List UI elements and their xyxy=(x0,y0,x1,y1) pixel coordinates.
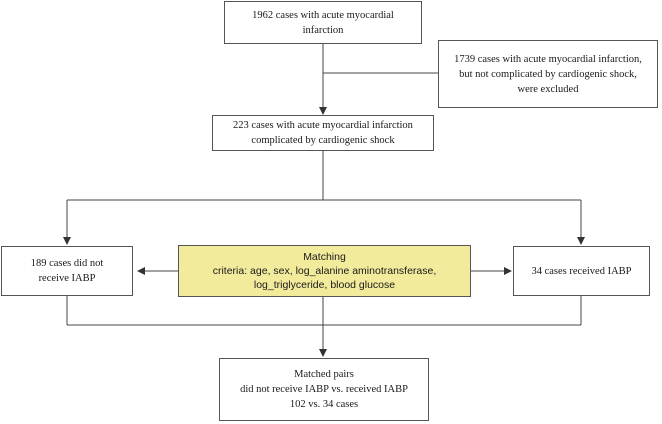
matched-line-1: Matched pairs xyxy=(294,369,354,380)
excluded-line-2: but not complicated by cardiogenic shock… xyxy=(459,68,637,80)
no-iabp-box: 189 cases did not receive IABP xyxy=(1,246,133,296)
matched-pairs-box: Matched pairs did not receive IABP vs. r… xyxy=(219,358,429,421)
total-cases-line-1: 1962 cases with acute myocardial xyxy=(252,9,394,21)
matching-line-3: log_triglyceride, blood glucose xyxy=(253,279,396,291)
iabp-box: 34 cases received IABP xyxy=(513,246,650,296)
excluded-line-1: 1739 cases with acute myocardial infarct… xyxy=(454,53,642,65)
matching-line-2: criteria: age, sex, log_alanine aminotra… xyxy=(212,265,437,277)
total-cases-line-2: infarction xyxy=(302,24,344,36)
matching-criteria-box: Matching criteria: age, sex, log_alanine… xyxy=(178,245,471,297)
excluded-line-3: were excluded xyxy=(517,83,579,95)
shock-line-2: complicated by cardiogenic shock xyxy=(251,135,395,146)
shock-cases-box: 223 cases with acute myocardial infarcti… xyxy=(212,115,434,151)
shock-line-1: 223 cases with acute myocardial infarcti… xyxy=(233,120,413,131)
matched-line-3: 102 vs. 34 cases xyxy=(289,399,359,410)
excluded-cases-box: 1739 cases with acute myocardial infarct… xyxy=(438,40,658,108)
no-iabp-line-1: 189 cases did not xyxy=(30,258,104,269)
matched-line-2: did not receive IABP vs. received IABP xyxy=(240,384,408,395)
no-iabp-line-2: receive IABP xyxy=(38,273,96,284)
iabp-line-1: 34 cases received IABP xyxy=(531,265,632,277)
total-cases-box: 1962 cases with acute myocardial infarct… xyxy=(224,1,422,44)
matching-title: Matching xyxy=(303,251,346,263)
